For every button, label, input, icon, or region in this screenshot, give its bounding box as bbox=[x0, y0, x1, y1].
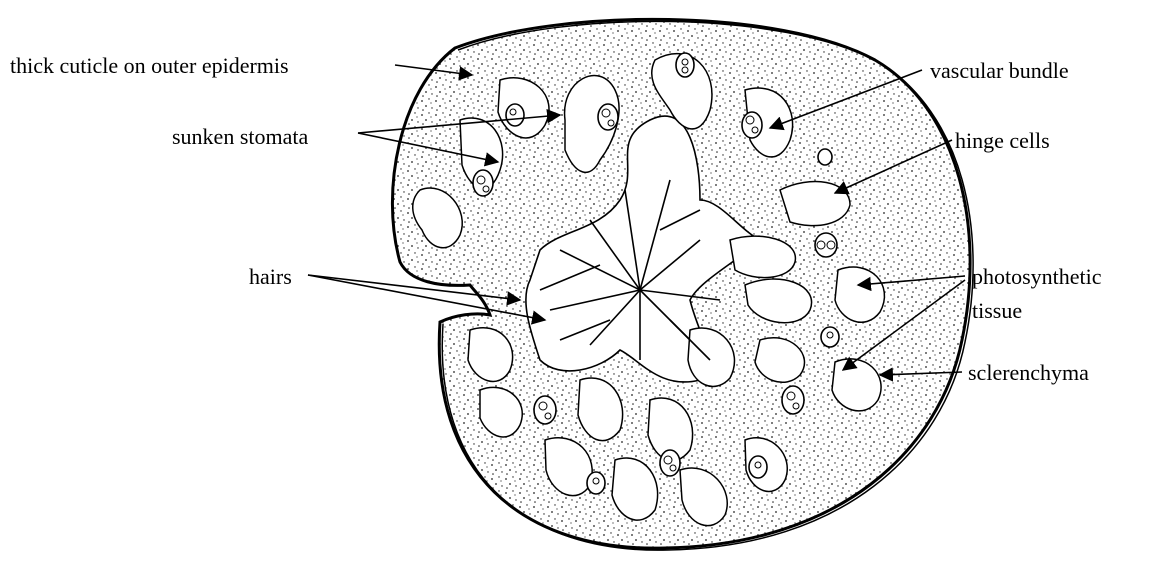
label-sclerenchyma: sclerenchyma bbox=[968, 360, 1089, 386]
label-photosynthetic: photosynthetic bbox=[972, 264, 1102, 290]
label-tissue: tissue bbox=[972, 298, 1022, 324]
label-hinge-cells: hinge cells bbox=[955, 128, 1050, 154]
label-vascular-bundle: vascular bundle bbox=[930, 58, 1069, 84]
label-thick-cuticle: thick cuticle on outer epidermis bbox=[10, 53, 289, 79]
label-sunken-stomata: sunken stomata bbox=[172, 124, 308, 150]
label-hairs: hairs bbox=[249, 264, 292, 290]
